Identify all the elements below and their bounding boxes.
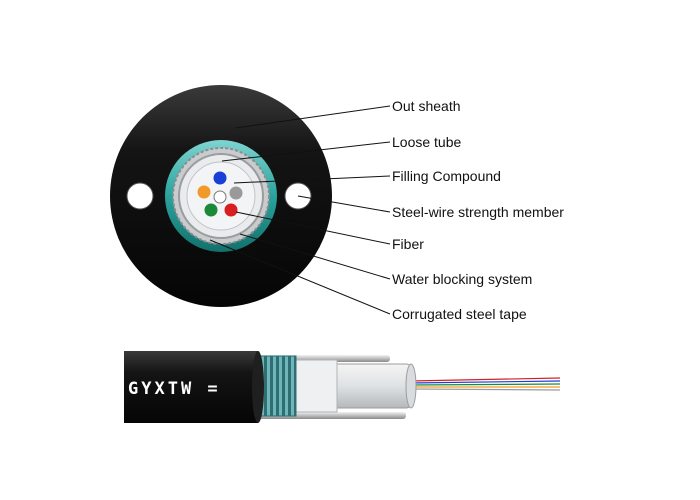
- leader-filling-compound: [233, 175, 391, 184]
- fiber-red: [224, 203, 238, 217]
- leader-corrugated-steel: [209, 239, 391, 315]
- leader-steel-wire: [297, 195, 391, 213]
- fiber-gray: [229, 186, 243, 200]
- fiber-strand-gray: [409, 388, 561, 391]
- label-filling-compound: Filling Compound: [392, 168, 501, 184]
- cable-print-marking: GYXTW =: [128, 379, 221, 399]
- leader-water-blocking: [239, 233, 391, 280]
- strength-wire-left: [126, 182, 154, 210]
- fiber-strand-red: [409, 377, 561, 382]
- label-corrugated-steel-tape: Corrugated steel tape: [392, 306, 527, 322]
- outer-sheath-end: [252, 351, 264, 423]
- loose-tube-segment: [329, 363, 413, 409]
- fiber-blue: [213, 171, 227, 185]
- fiber-green: [204, 203, 218, 217]
- label-out-sheath: Out sheath: [392, 98, 461, 114]
- callout-labels: Out sheath Loose tube Filling Compound S…: [392, 98, 564, 322]
- label-loose-tube: Loose tube: [392, 134, 461, 150]
- label-fiber: Fiber: [392, 236, 424, 252]
- loose-tube-end: [405, 363, 417, 409]
- cable-side-view: GYXTW =: [124, 351, 561, 423]
- outer-sheath-segment: [124, 351, 258, 423]
- fiber-white: [213, 190, 227, 204]
- leader-lines: [209, 105, 391, 315]
- water-blocking-tape-segment: [291, 359, 338, 413]
- label-water-blocking-system: Water blocking system: [392, 271, 532, 287]
- fiber-orange: [197, 185, 211, 199]
- leader-out-sheath: [235, 105, 391, 129]
- fiber-strand-green: [409, 383, 561, 386]
- fiber-strand-blue: [409, 380, 561, 384]
- cross-section: [110, 85, 332, 307]
- leader-loose-tube: [221, 141, 391, 162]
- label-steel-wire-strength-member: Steel-wire strength member: [392, 204, 564, 220]
- leader-fiber: [235, 211, 391, 245]
